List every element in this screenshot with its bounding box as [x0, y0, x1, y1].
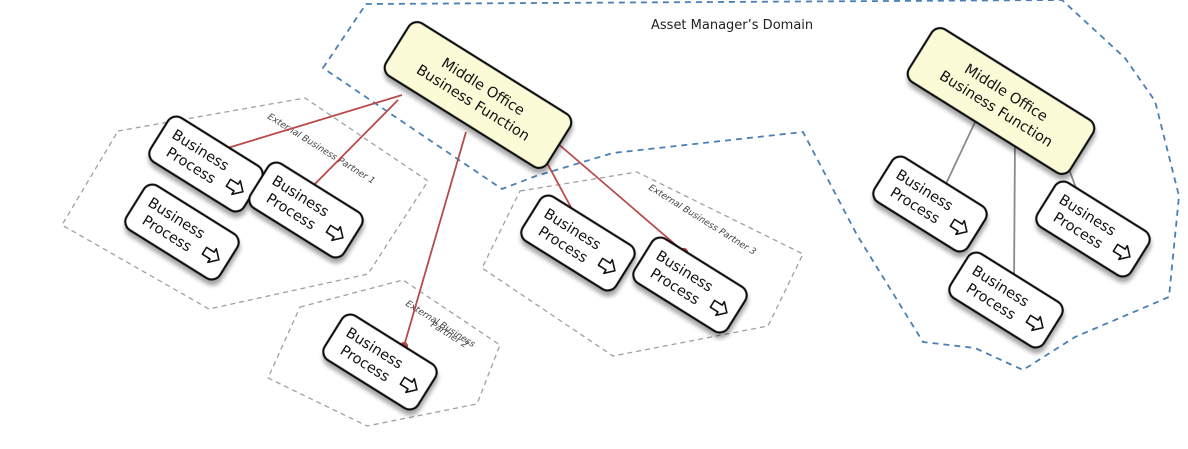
domain-label: Asset Manager’s Domain	[651, 18, 814, 33]
business-process-domain-c[interactable]: Business Process	[1033, 178, 1154, 280]
connector-to-partner-1-process-b	[305, 99, 399, 194]
business-process-partner-2[interactable]: Business Process	[320, 311, 441, 413]
middle-office-function-right[interactable]: Middle Office Business Function	[904, 24, 1098, 177]
external-partner-1-zone	[61, 97, 429, 310]
connector-to-partner-2-process	[403, 131, 467, 347]
external-partner-2-zone	[267, 279, 501, 427]
business-process-partner-3-b[interactable]: Business Process	[630, 234, 751, 336]
external-partner-3-zone	[481, 171, 804, 357]
business-process-domain-a[interactable]: Business Process	[870, 153, 991, 255]
connector-to-domain-process-b	[1013, 139, 1016, 285]
connector-to-domain-process-a	[943, 117, 978, 189]
business-process-partner-1-c[interactable]: Business Process	[246, 159, 367, 261]
connector-to-partner-1-process-a	[220, 94, 403, 151]
middle-office-function-left[interactable]: Middle Office Business Function	[381, 18, 575, 171]
connector-to-partner-3-process-b	[555, 141, 685, 253]
business-process-partner-3-a[interactable]: Business Process	[518, 192, 639, 294]
asset-manager-domain-boundary	[321, 0, 1180, 372]
business-process-domain-b[interactable]: Business Process	[946, 249, 1067, 351]
